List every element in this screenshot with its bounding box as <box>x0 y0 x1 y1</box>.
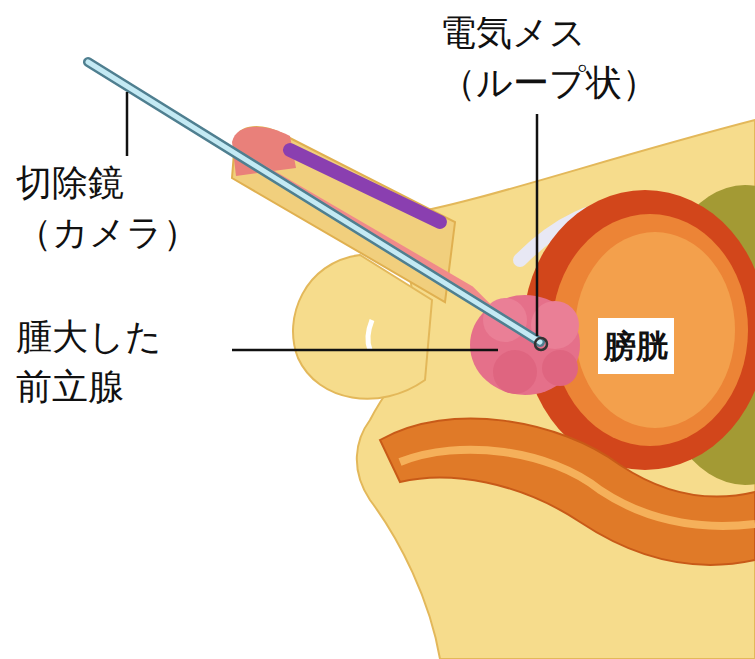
part-label: 切除鏡 （カメラ） <box>16 158 210 258</box>
prostate-lobe <box>542 350 578 386</box>
loop-electrode <box>535 338 547 350</box>
leader-line <box>232 349 498 352</box>
organ-label: 膀胱 <box>598 318 674 374</box>
part-label: 電気メス （ループ状） <box>440 8 670 108</box>
prostate-lobe <box>493 350 537 394</box>
part-label: 腫大した 前立腺 <box>16 312 174 412</box>
corpus <box>290 150 440 222</box>
leader-line <box>536 114 539 336</box>
resectoscope <box>88 62 540 342</box>
bladder-inner <box>552 214 748 446</box>
rectum-highlight <box>400 450 755 526</box>
leader-line <box>126 92 129 156</box>
resectoscope-highlight <box>88 62 540 342</box>
rectum <box>380 418 755 564</box>
bladder-wall <box>523 190 755 470</box>
bladder-lumen <box>575 232 735 428</box>
highlight <box>368 320 372 350</box>
